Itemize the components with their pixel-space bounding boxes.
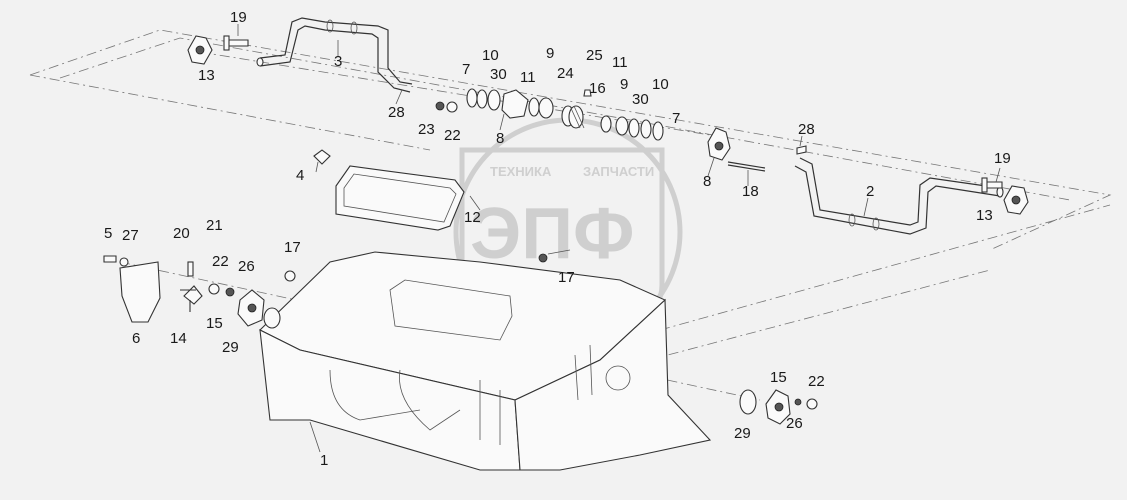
callout-8-right: 8 <box>703 173 711 190</box>
callout-29-left: 29 <box>222 339 239 356</box>
callout-20: 20 <box>173 225 190 242</box>
far-right-flange <box>981 177 1029 215</box>
callout-9-left: 9 <box>546 45 554 62</box>
callout-27: 27 <box>122 227 139 244</box>
watermark-logo: ЭПФ <box>470 194 634 274</box>
right-shaft <box>794 145 1004 235</box>
callout-10-left: 10 <box>482 47 499 64</box>
watermark-top-left: ТЕХНИКА <box>490 164 552 179</box>
callout-11-right: 11 <box>612 54 628 71</box>
callout-23: 23 <box>418 121 435 138</box>
callout-2: 2 <box>866 183 874 200</box>
callout-7-left: 7 <box>462 61 470 78</box>
callout-9-right: 9 <box>620 76 628 93</box>
leader-lines <box>237 24 1001 453</box>
callout-8-left: 8 <box>496 130 504 147</box>
callout-4: 4 <box>296 167 304 184</box>
callout-29-right: 29 <box>734 425 751 442</box>
callout-25: 25 <box>586 47 603 64</box>
callout-3: 3 <box>334 53 342 70</box>
watermark-top-right: ЗАПЧАСТИ <box>583 164 654 179</box>
callout-15-left: 15 <box>206 315 223 332</box>
left-shaft <box>256 17 413 93</box>
left-side-parts <box>103 255 296 329</box>
callout-26-left: 26 <box>238 258 255 275</box>
left-flange <box>187 35 249 65</box>
callouts: 19 13 3 28 10 9 7 30 11 25 24 16 11 9 30… <box>104 9 1011 469</box>
callout-12: 12 <box>464 209 481 226</box>
callout-13-left: 13 <box>198 67 215 84</box>
right-flange <box>707 127 766 172</box>
callout-26-right: 26 <box>786 415 803 432</box>
callout-13-right: 13 <box>976 207 993 224</box>
gasket <box>335 165 465 231</box>
callout-19-right: 19 <box>994 150 1011 167</box>
callout-21: 21 <box>206 217 223 234</box>
callout-10-right: 10 <box>652 76 669 93</box>
callout-30-left: 30 <box>490 66 507 83</box>
bearing-group-center <box>435 88 664 141</box>
callout-22-top: 22 <box>444 127 461 144</box>
callout-24: 24 <box>557 65 574 82</box>
callout-7-right: 7 <box>672 110 680 127</box>
callout-18: 18 <box>742 183 759 200</box>
callout-28-right: 28 <box>798 121 815 138</box>
callout-17-left: 17 <box>284 239 301 256</box>
callout-5: 5 <box>104 225 112 242</box>
right-lower-parts <box>739 389 818 425</box>
callout-17-center: 17 <box>558 269 575 286</box>
callout-22-right: 22 <box>808 373 825 390</box>
callout-30-right: 30 <box>632 91 649 108</box>
housing <box>259 249 712 471</box>
callout-22-left: 22 <box>212 253 229 270</box>
callout-19-left: 19 <box>230 9 247 26</box>
callout-28-left: 28 <box>388 104 405 121</box>
callout-6: 6 <box>132 330 140 347</box>
callout-16: 16 <box>589 80 606 97</box>
callout-11-left: 11 <box>520 69 536 86</box>
callout-15-right: 15 <box>770 369 787 386</box>
callout-14: 14 <box>170 330 187 347</box>
callout-1: 1 <box>320 452 328 469</box>
wing-nut <box>313 149 331 165</box>
